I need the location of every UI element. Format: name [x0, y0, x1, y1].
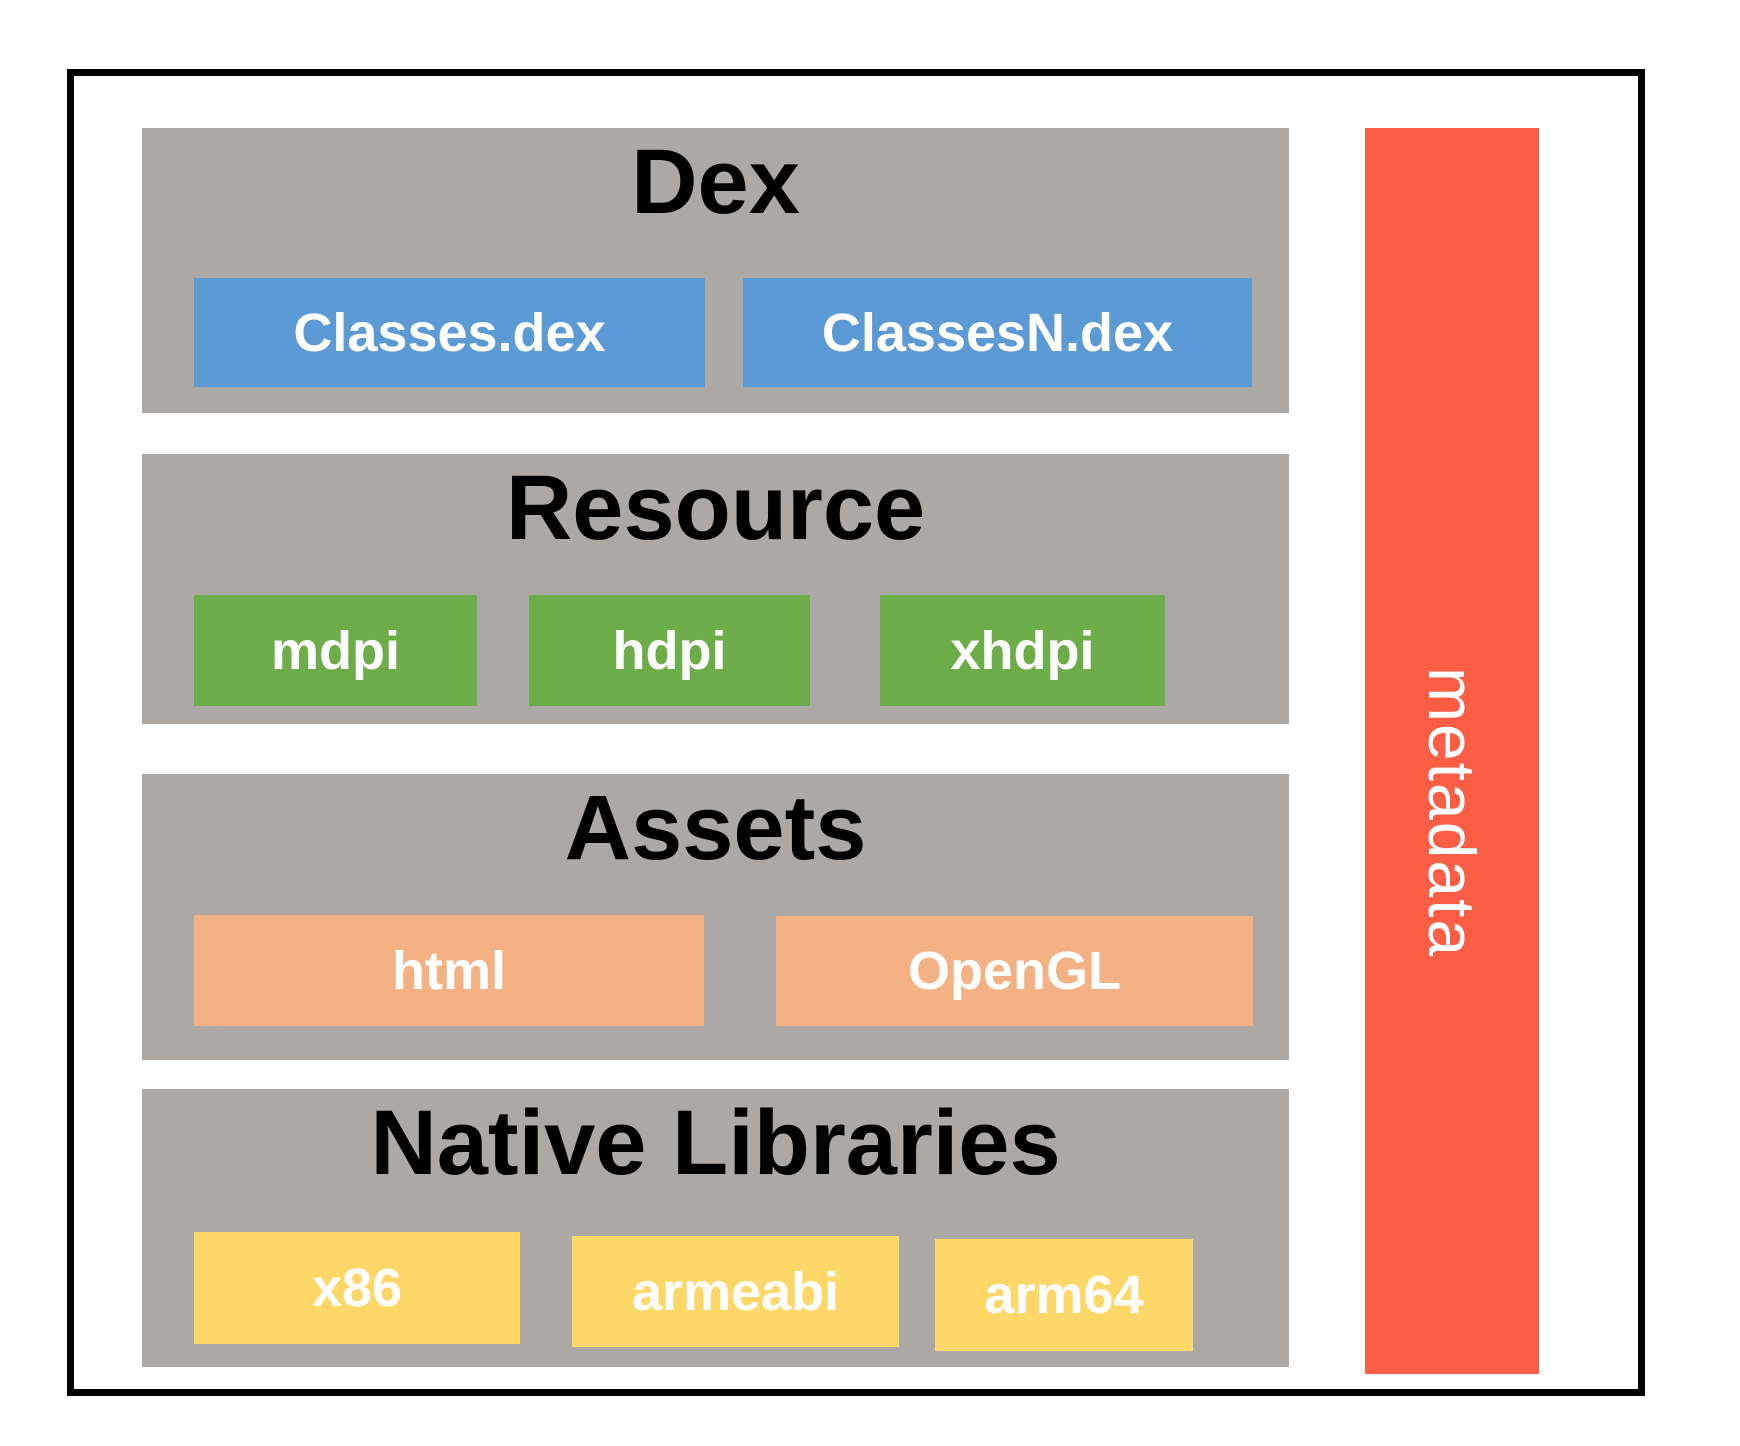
box-classesn-dex: ClassesN.dex	[743, 278, 1252, 387]
section-dex: Dex Classes.dex ClassesN.dex	[142, 128, 1289, 413]
box-xhdpi: xhdpi	[880, 595, 1165, 706]
section-title-resource: Resource	[505, 457, 926, 559]
section-assets: Assets html OpenGL	[142, 774, 1289, 1060]
box-arm64: arm64	[935, 1239, 1193, 1351]
metadata-bar: metadata	[1365, 128, 1539, 1374]
box-mdpi: mdpi	[194, 595, 477, 706]
box-x86: x86	[194, 1232, 520, 1344]
section-title-native-libraries: Native Libraries	[370, 1092, 1061, 1194]
section-native-libraries: Native Libraries x86 armeabi arm64	[142, 1089, 1289, 1367]
box-html: html	[194, 915, 704, 1026]
section-title-assets: Assets	[564, 777, 867, 879]
box-classes-dex: Classes.dex	[194, 278, 705, 387]
box-armeabi: armeabi	[572, 1236, 899, 1347]
box-opengl: OpenGL	[776, 916, 1253, 1026]
section-resource: Resource mdpi hdpi xhdpi	[142, 454, 1289, 724]
box-hdpi: hdpi	[529, 595, 810, 706]
metadata-bar-label: metadata	[1415, 667, 1489, 959]
section-title-dex: Dex	[631, 131, 800, 233]
